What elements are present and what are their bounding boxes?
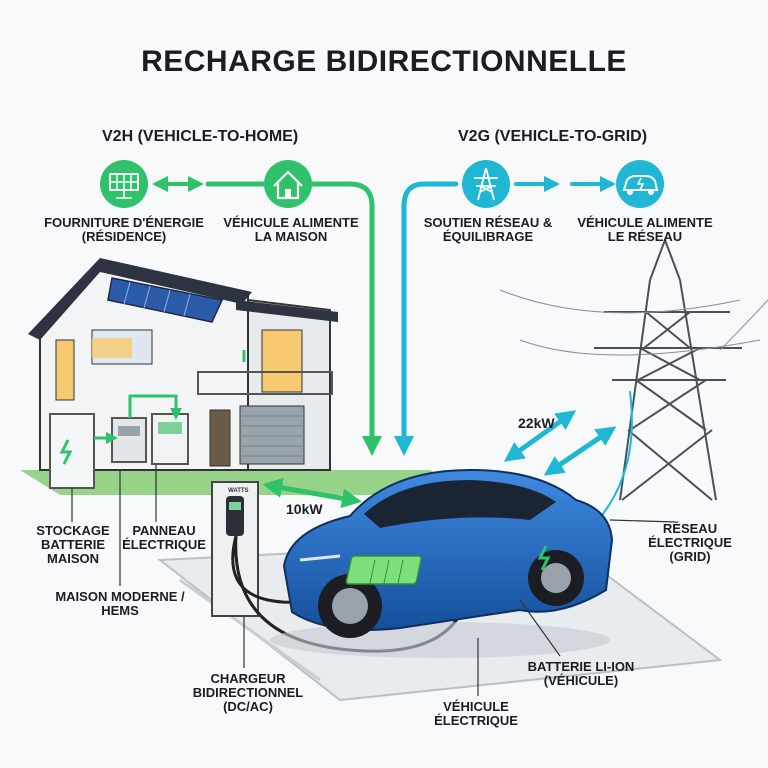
electric-car-icon [616,160,664,208]
step-vehicle-powers-home: VÉHICULE ALIMENTE LA MAISON [223,215,359,245]
label-battery: BATTERIE LI-ION (VÉHICULE) [527,659,635,689]
solar-panel-icon [100,160,148,208]
label-battery-storage: STOCKAGE BATTERIE MAISON [36,523,110,567]
power-home-label: 10kW [286,501,323,517]
v2h-flow-lines [152,176,382,509]
label-electrical-panel: PANNEAU ÉLECTRIQUE [122,523,206,553]
transmission-tower-icon [462,160,510,208]
label-vehicle: VÉHICULE ÉLECTRIQUE [434,699,518,729]
leader-lines [71,464,677,696]
modern-house-illustration [28,258,338,489]
label-charger: CHARGEUR BIDIRECTIONNEL (DC/AC) [192,671,304,715]
house-icon [264,160,312,208]
section-title-v2g: V2G (VEHICLE-TO-GRID) [458,128,648,145]
label-modern-home: MAISON MODERNE / HEMS [55,589,185,619]
step-vehicle-powers-grid: VÉHICULE ALIMENTE LE RÉSEAU [577,215,713,245]
step-grid-support: SOUTIEN RÉSEAU & ÉQUILIBRAGE [423,215,553,245]
section-title-v2h: V2H (VEHICLE-TO-HOME) [102,128,299,145]
v2g-flow-lines [394,176,633,521]
transmission-tower-illustration [499,237,768,501]
power-grid-label: 22kW [518,415,555,431]
electric-car-illustration [270,468,614,658]
page-title: RECHARGE BIDIRECTIONNELLE [141,45,627,78]
label-grid: RÉSEAU ÉLECTRIQUE (GRID) [648,521,732,565]
charger-brand: WATTS [228,488,249,494]
step-energy-supply: FOURNITURE D'ÉNERGIE (RÉSIDENCE) [44,215,204,245]
